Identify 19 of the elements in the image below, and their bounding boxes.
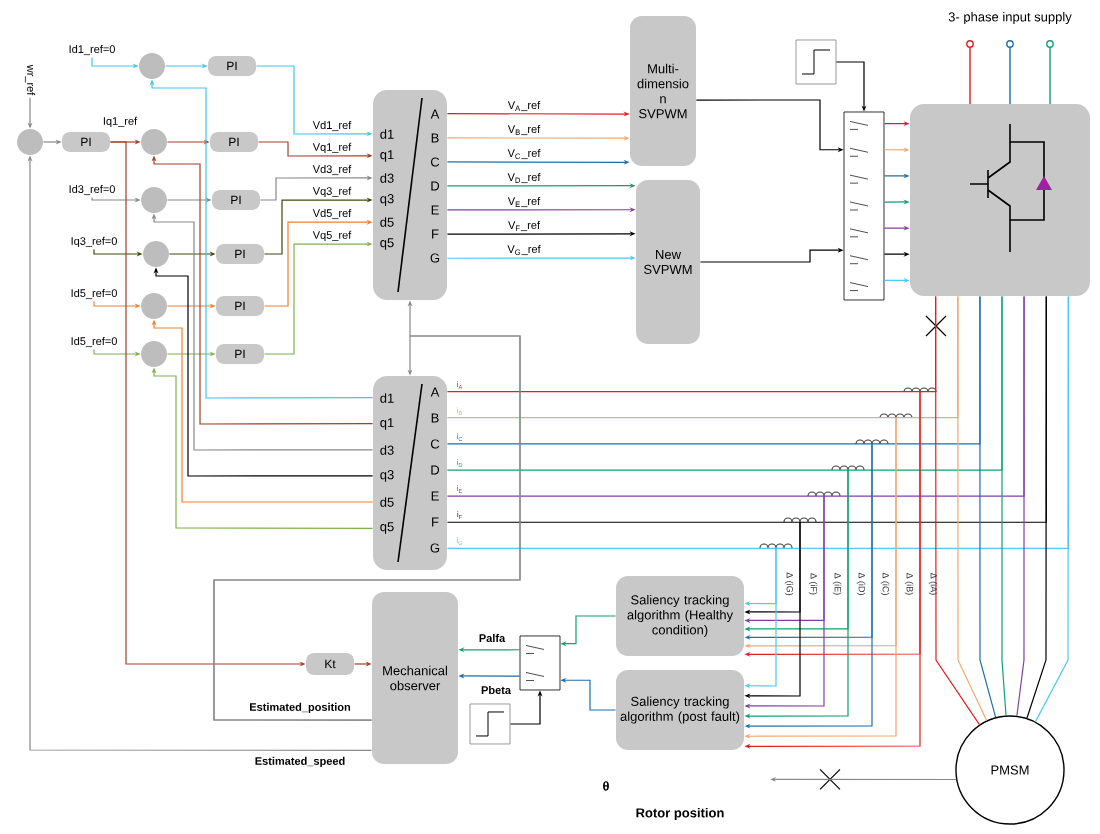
summing-junction <box>139 53 165 79</box>
connector <box>1026 295 1047 719</box>
connector <box>979 295 997 718</box>
connector <box>1016 295 1025 717</box>
summing-junction <box>141 129 167 155</box>
inverter-block <box>910 104 1090 296</box>
switch-block <box>843 111 885 301</box>
summing-junction <box>143 241 169 267</box>
summing-junction <box>17 129 43 155</box>
connector <box>957 295 988 722</box>
summing-junction <box>141 187 167 213</box>
connector <box>935 295 981 726</box>
step-source <box>469 703 511 745</box>
summing-junction <box>141 341 167 367</box>
summing-junction <box>141 293 167 319</box>
connector <box>1001 295 1007 717</box>
connector <box>1034 295 1069 723</box>
step-source <box>795 39 837 85</box>
switch-block <box>519 635 561 691</box>
